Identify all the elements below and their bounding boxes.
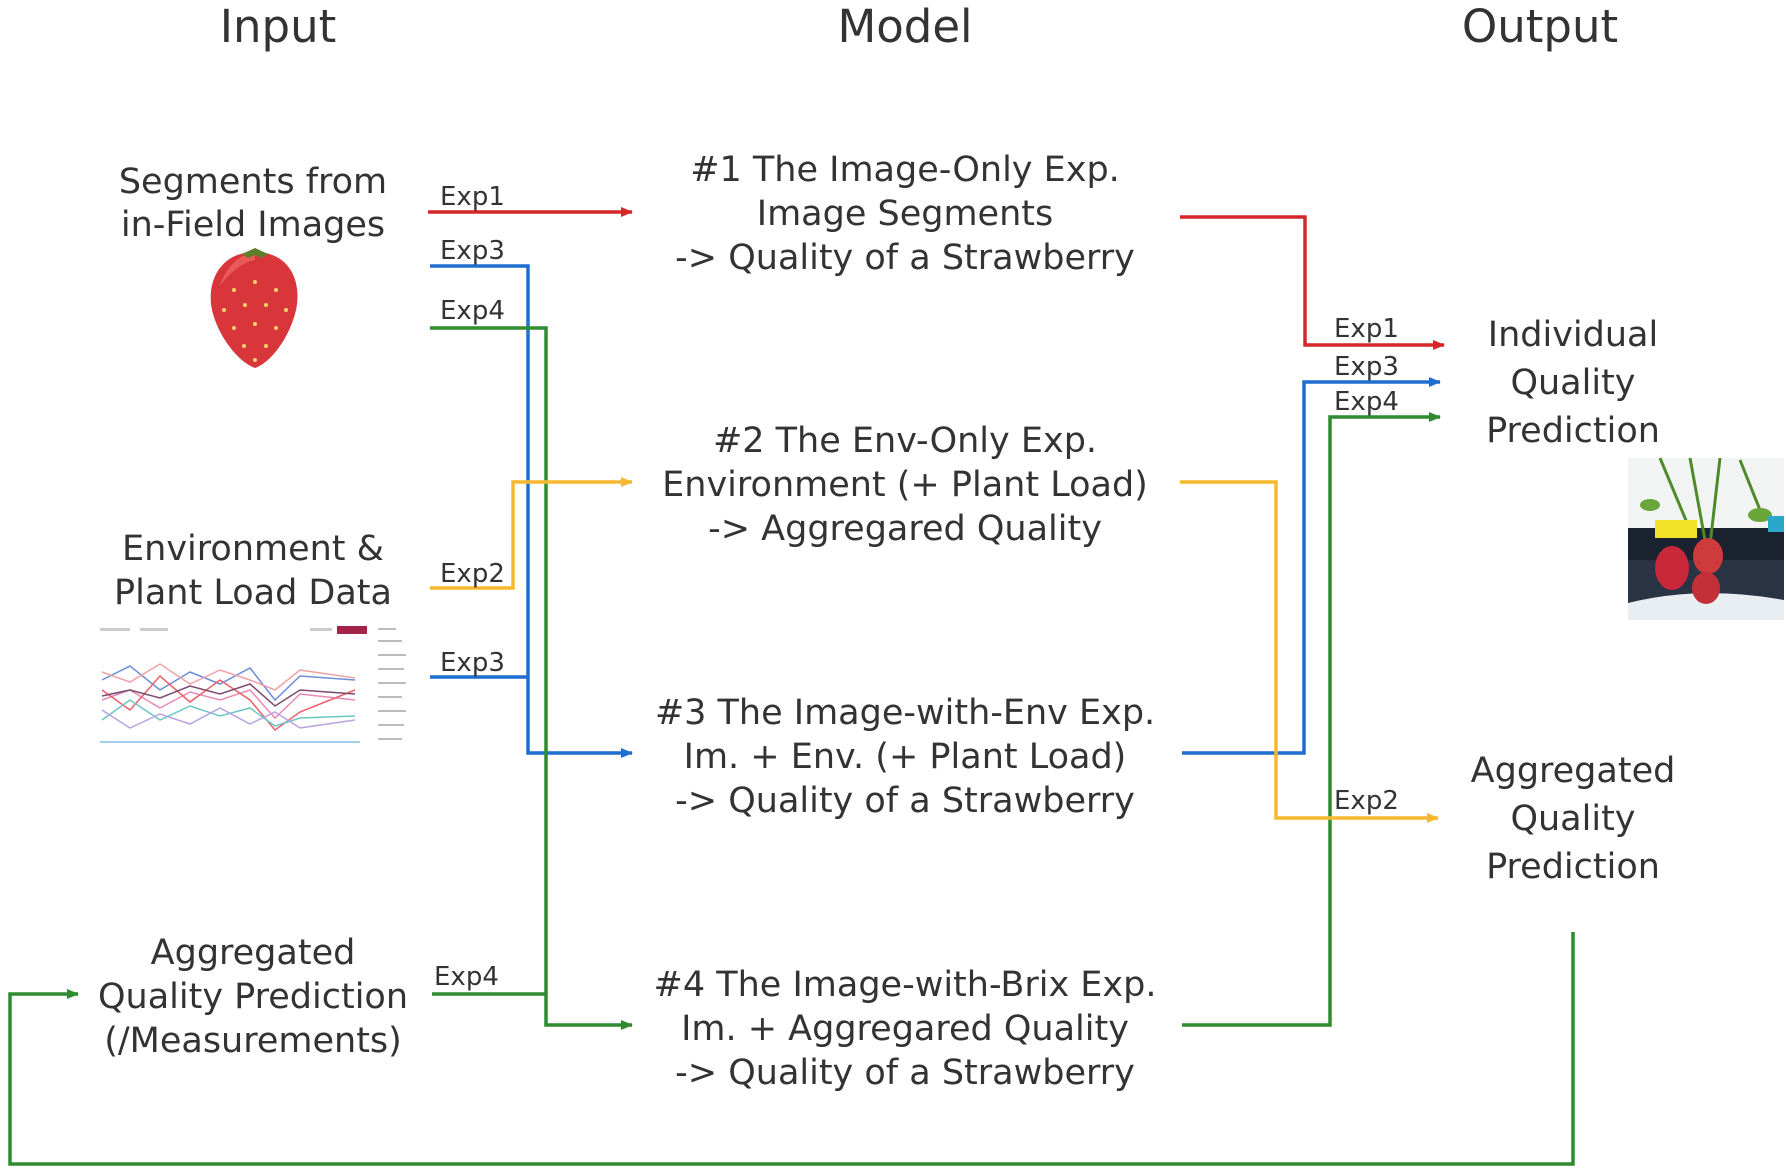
model-3-output: -> Quality of a Strawberry [675, 781, 1135, 821]
edge-exp4 [8, 326, 1575, 1166]
output-aggregated-line2: Quality [1510, 799, 1635, 839]
model-2-output: -> Aggregared Quality [708, 509, 1102, 549]
edge-label-exp1-input: Exp1 [440, 182, 505, 212]
edge-label-exp3-output: Exp3 [1334, 352, 1399, 382]
strawberry-plant-photo [1628, 457, 1784, 620]
line-chart-thumbnail [95, 622, 413, 749]
edge-label-exp1-output: Exp1 [1334, 314, 1399, 344]
input-images-line1: Segments from [119, 162, 387, 202]
model-4-input: Im. + Aggregared Quality [681, 1009, 1129, 1049]
edge-label-exp4-aggregated: Exp4 [434, 962, 499, 992]
output-individual-line3: Prediction [1486, 411, 1660, 451]
model-1-output: -> Quality of a Strawberry [675, 238, 1135, 278]
model-1-box: #1 The Image-Only Exp. Image Segments ->… [675, 150, 1135, 278]
output-individual-line2: Quality [1510, 363, 1635, 403]
model-4-box: #4 The Image-with-Brix Exp. Im. + Aggreg… [654, 965, 1157, 1093]
model-1-title: #1 The Image-Only Exp. [690, 150, 1120, 190]
edge-label-exp2-output: Exp2 [1334, 786, 1399, 816]
output-individual-line1: Individual [1488, 315, 1658, 355]
input-env-line2: Plant Load Data [114, 573, 392, 613]
model-4-output: -> Quality of a Strawberry [675, 1053, 1135, 1093]
output-aggregated-line1: Aggregated [1471, 751, 1676, 791]
column-header-input: Input [220, 0, 337, 53]
edge-label-exp2-input: Exp2 [440, 559, 505, 589]
edge-exp1 [428, 207, 1445, 350]
edge-label-exp3-input: Exp3 [440, 236, 505, 266]
input-aggregated-line3: (/Measurements) [104, 1021, 402, 1061]
model-2-title: #2 The Env-Only Exp. [713, 421, 1097, 461]
edge-exp2 [430, 477, 1439, 823]
model-2-box: #2 The Env-Only Exp. Environment (+ Plan… [662, 421, 1148, 549]
model-1-input: Image Segments [757, 194, 1053, 234]
edge-label-exp4-output: Exp4 [1334, 387, 1399, 417]
input-aggregated-line2: Quality Prediction [98, 977, 408, 1017]
input-env-line1: Environment & [122, 529, 384, 569]
input-images-line2: in-Field Images [121, 205, 385, 245]
strawberry-icon [210, 248, 298, 368]
output-aggregated-line3: Prediction [1486, 847, 1660, 887]
column-header-output: Output [1462, 0, 1618, 53]
column-header-model: Model [837, 0, 972, 53]
edge-label-exp4-input: Exp4 [440, 296, 505, 326]
model-3-input: Im. + Env. (+ Plant Load) [684, 737, 1127, 777]
input-aggregated-line1: Aggregated [151, 933, 356, 973]
edge-label-exp3-env: Exp3 [440, 648, 505, 678]
edge-exp3 [430, 264, 1441, 758]
model-3-box: #3 The Image-with-Env Exp. Im. + Env. (+… [655, 693, 1155, 821]
model-2-input: Environment (+ Plant Load) [662, 465, 1148, 505]
model-4-title: #4 The Image-with-Brix Exp. [654, 965, 1157, 1005]
model-3-title: #3 The Image-with-Env Exp. [655, 693, 1155, 733]
